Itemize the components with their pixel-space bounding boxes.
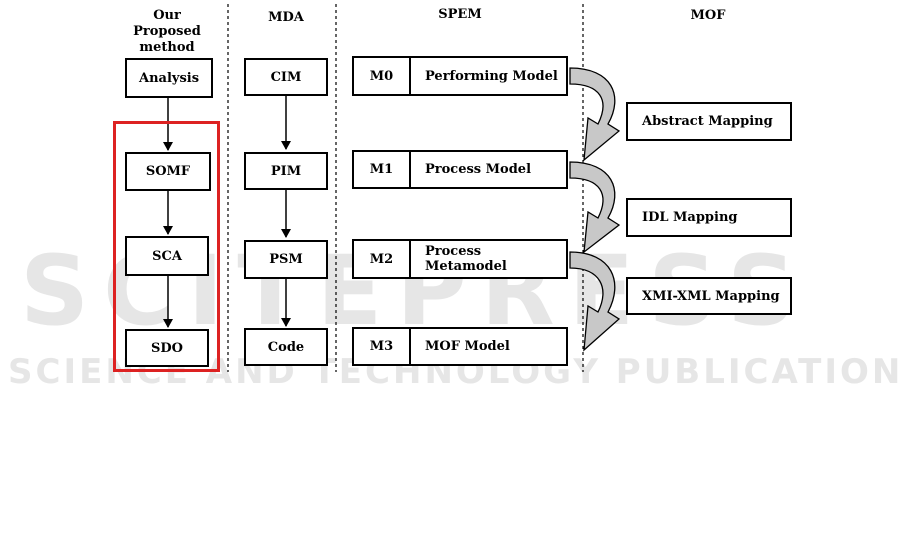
spem-box-m3: M3 MOF Model [352, 327, 568, 366]
header-proposed-line1: Our [122, 8, 212, 24]
spem-box-m1: M1 Process Model [352, 150, 568, 189]
header-mof: MOF [678, 8, 738, 24]
mof-box-abstract-mapping: Abstract Mapping [626, 102, 792, 141]
spem-name-m1: Process Model [411, 152, 566, 187]
spem-box-m2: M2 Process Metamodel [352, 239, 568, 279]
header-proposed-method: Our Proposed method [122, 8, 212, 56]
spem-level-m0: M0 [354, 58, 411, 94]
curved-arrow-m0-m1 [570, 68, 619, 160]
spem-name-m0: Performing Model [411, 58, 566, 94]
header-proposed-line3: method [122, 40, 212, 56]
spem-name-m2: Process Metamodel [411, 241, 566, 277]
proposed-box-somf: SOMF [125, 152, 211, 191]
header-proposed-line2: Proposed [122, 24, 212, 40]
spem-level-m2: M2 [354, 241, 411, 277]
spem-level-m3: M3 [354, 329, 411, 364]
mof-box-idl-mapping: IDL Mapping [626, 198, 792, 237]
header-spem: SPEM [430, 7, 490, 23]
spem-box-m0: M0 Performing Model [352, 56, 568, 96]
proposed-box-analysis: Analysis [125, 58, 213, 98]
curved-arrow-m1-m2 [570, 162, 619, 252]
mof-box-xmi-xml-mapping: XMI-XML Mapping [626, 277, 792, 315]
header-mda: MDA [250, 10, 322, 26]
mda-box-code: Code [244, 328, 328, 366]
mda-box-psm: PSM [244, 240, 328, 279]
proposed-box-sdo: SDO [125, 329, 209, 367]
spem-level-m1: M1 [354, 152, 411, 187]
proposed-box-sca: SCA [125, 236, 209, 276]
curved-arrow-m2-m3 [570, 252, 619, 350]
mda-box-cim: CIM [244, 58, 328, 96]
mda-box-pim: PIM [244, 152, 328, 190]
spem-name-m3: MOF Model [411, 329, 566, 364]
